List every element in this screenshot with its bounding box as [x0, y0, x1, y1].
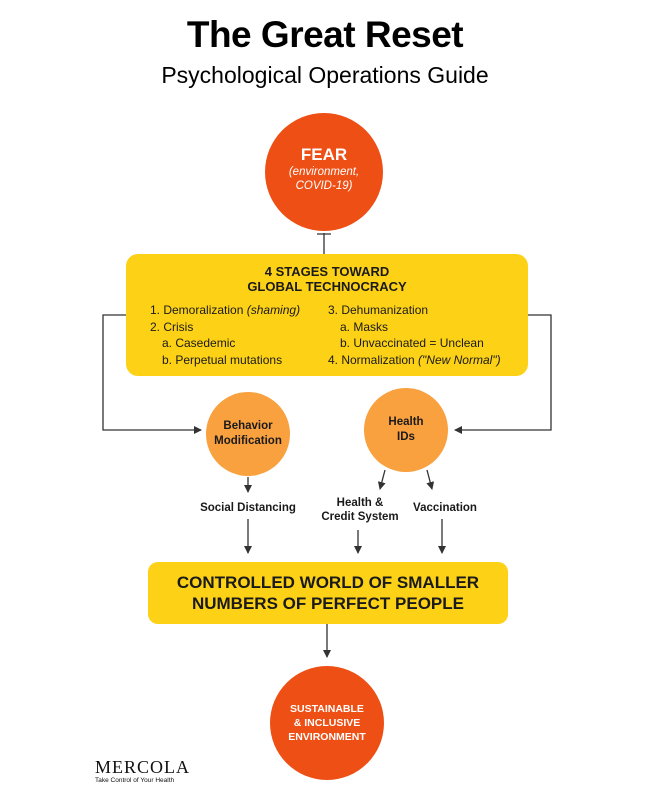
healthids-to-vaccination-connector — [426, 469, 435, 490]
vaccination-label: Vaccination — [413, 502, 477, 514]
credit-line-1: Health & — [336, 497, 384, 509]
stage-list-item: 4. Normalization ("New Normal") — [328, 352, 501, 369]
stage-item-text: 2. Crisis — [150, 319, 194, 334]
fear-detail-2: COVID-19) — [295, 180, 353, 192]
stage-item-emphasis: (shaming) — [246, 303, 301, 317]
stages-box: 4 STAGES TOWARD GLOBAL TECHNOCRACY 1. De… — [126, 254, 528, 376]
stage-list-item: b. Perpetual mutations — [150, 352, 300, 369]
stage-list-item: a. Masks — [328, 319, 501, 336]
stage-item-text: a. Casedemic — [162, 336, 236, 350]
social-distancing-label: Social Distancing — [200, 502, 296, 514]
sustainable-line-1: SUSTAINABLE — [290, 703, 364, 715]
behavior-modification-node: Behavior Modification — [206, 392, 290, 476]
health-ids-line-1: Health — [388, 416, 424, 428]
stage-item-text: b. Perpetual mutations — [162, 352, 283, 367]
sustainable-node: SUSTAINABLE & INCLUSIVE ENVIRONMENT — [270, 666, 384, 780]
health-ids-line-2: IDs — [397, 431, 415, 443]
stages-heading-line-2: GLOBAL TECHNOCRACY — [247, 279, 407, 294]
stage-list-item: 1. Demoralization (shaming) — [150, 302, 300, 319]
logo-tagline: Take Control of Your Health — [95, 777, 175, 784]
sustainable-line-2: & INCLUSIVE — [293, 717, 361, 729]
stage-item-text: 4. Normalization — [328, 352, 419, 367]
stage-list-item: 2. Crisis — [150, 319, 300, 336]
stage-item-text: b. Unvaccinated = Unclean — [340, 336, 484, 350]
stage-item-text: a. Masks — [340, 319, 389, 334]
stage-list-item: a. Casedemic — [150, 335, 300, 352]
health-ids-node: Health IDs — [364, 388, 448, 472]
controlled-line-1: CONTROLLED WORLD OF SMALLER — [176, 573, 480, 592]
logo-name: MERCOLA — [95, 757, 191, 777]
stages-right-column: 3. Dehumanization a. Masks b. Unvaccinated… — [328, 302, 501, 368]
fear-to-stages-connector — [317, 233, 331, 254]
behavior-line-1: Behavior — [223, 420, 273, 432]
fear-label: FEAR — [300, 145, 348, 164]
stage-item-emphasis: ("New Normal") — [418, 352, 501, 367]
stage-list-item: 3. Dehumanization — [328, 302, 501, 319]
fear-detail-1: (environment, — [288, 166, 360, 178]
stage-item-text: 1. Demoralization — [150, 303, 247, 317]
fear-node: FEAR (environment, COVID-19) — [265, 113, 383, 231]
credit-line-2: Credit System — [321, 511, 399, 523]
mercola-logo: MERCOLA Take Control of Your Health — [95, 758, 190, 784]
page-title: The Great Reset — [186, 14, 464, 55]
healthids-to-credit-connector — [377, 469, 386, 490]
credit-system-label: Health & Credit System — [315, 496, 405, 524]
stage-list-item: b. Unvaccinated = Unclean — [328, 335, 501, 352]
sustainable-line-3: ENVIRONMENT — [288, 731, 366, 743]
page-subtitle: Psychological Operations Guide — [161, 62, 489, 88]
stage-item-text: 3. Dehumanization — [328, 303, 429, 317]
controlled-world-box: CONTROLLED WORLD OF SMALLER NUMBERS OF P… — [148, 562, 508, 624]
stages-to-behavior-connector — [102, 314, 202, 434]
stages-to-healthids-connector — [454, 314, 552, 434]
stages-heading-line-1: 4 STAGES TOWARD — [264, 264, 390, 279]
stages-heading: 4 STAGES TOWARD GLOBAL TECHNOCRACY — [126, 264, 528, 294]
controlled-line-2: NUMBERS OF PERFECT PEOPLE — [191, 594, 464, 613]
behavior-line-2: Modification — [214, 435, 282, 447]
